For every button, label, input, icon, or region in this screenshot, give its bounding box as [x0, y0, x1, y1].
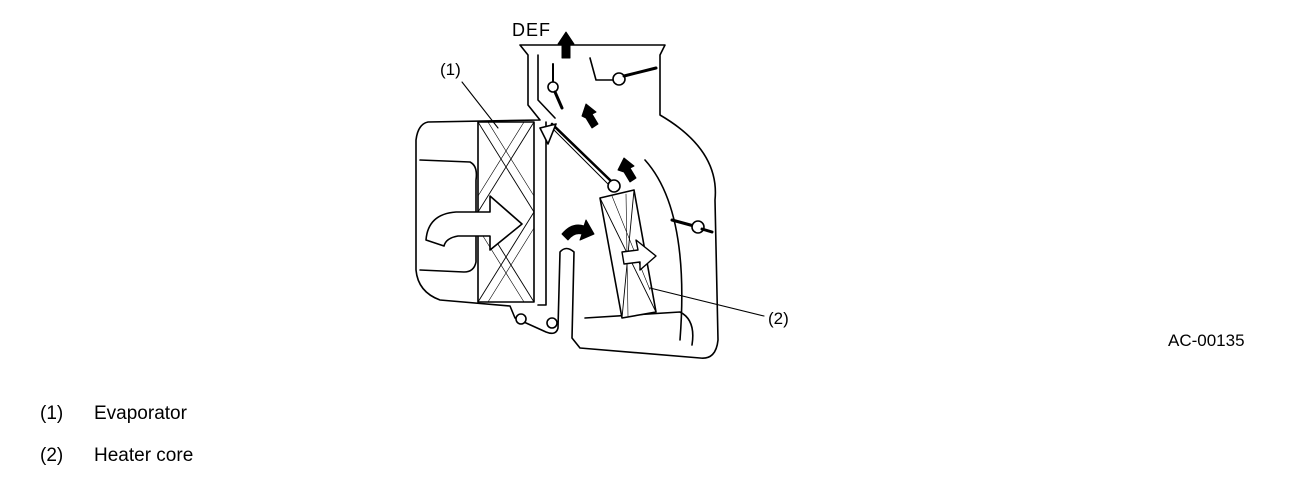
callout-1-leader [461, 81, 499, 129]
def-outlet-label: DEF [512, 20, 551, 40]
legend-item: (1) Evaporator [40, 402, 193, 444]
air-mix-seal [539, 123, 557, 145]
legend-item-name: Evaporator [94, 403, 187, 424]
housing-top-flange [537, 54, 556, 119]
def-damper [547, 63, 564, 110]
callout-2-label: (2) [768, 309, 789, 328]
figure-id: AC-00135 [1168, 331, 1245, 350]
airflow-arrow-mid-channel [617, 157, 637, 183]
legend-item-number: (1) [40, 403, 64, 424]
airflow-arrow-upper-channel [581, 103, 599, 129]
airflow-arrow-bypass [561, 219, 595, 241]
vent-damper-lower [670, 218, 714, 234]
callout-1-label: (1) [440, 60, 461, 79]
housing-inner-wall [537, 121, 547, 306]
air-mix-damper [550, 122, 621, 193]
legend-item: (2) Heater core [40, 444, 193, 486]
callout-2-leader [649, 287, 765, 317]
pivot-bottom-left [515, 313, 527, 325]
legend: (1) Evaporator (2) Heater core [40, 402, 193, 486]
housing-bottom-duct [584, 311, 694, 346]
legend-item-number: (2) [40, 445, 64, 466]
airflow-arrow-def-outlet [557, 31, 575, 59]
pivot-bottom-center [546, 317, 558, 329]
housing-inner-wall-right [644, 159, 683, 341]
vent-damper-upper [589, 57, 658, 86]
airflow-arrow-heater [621, 239, 657, 271]
legend-item-name: Heater core [94, 445, 194, 466]
hvac-housing-outline [415, 44, 719, 359]
airflow-arrow-inlet [425, 195, 523, 251]
